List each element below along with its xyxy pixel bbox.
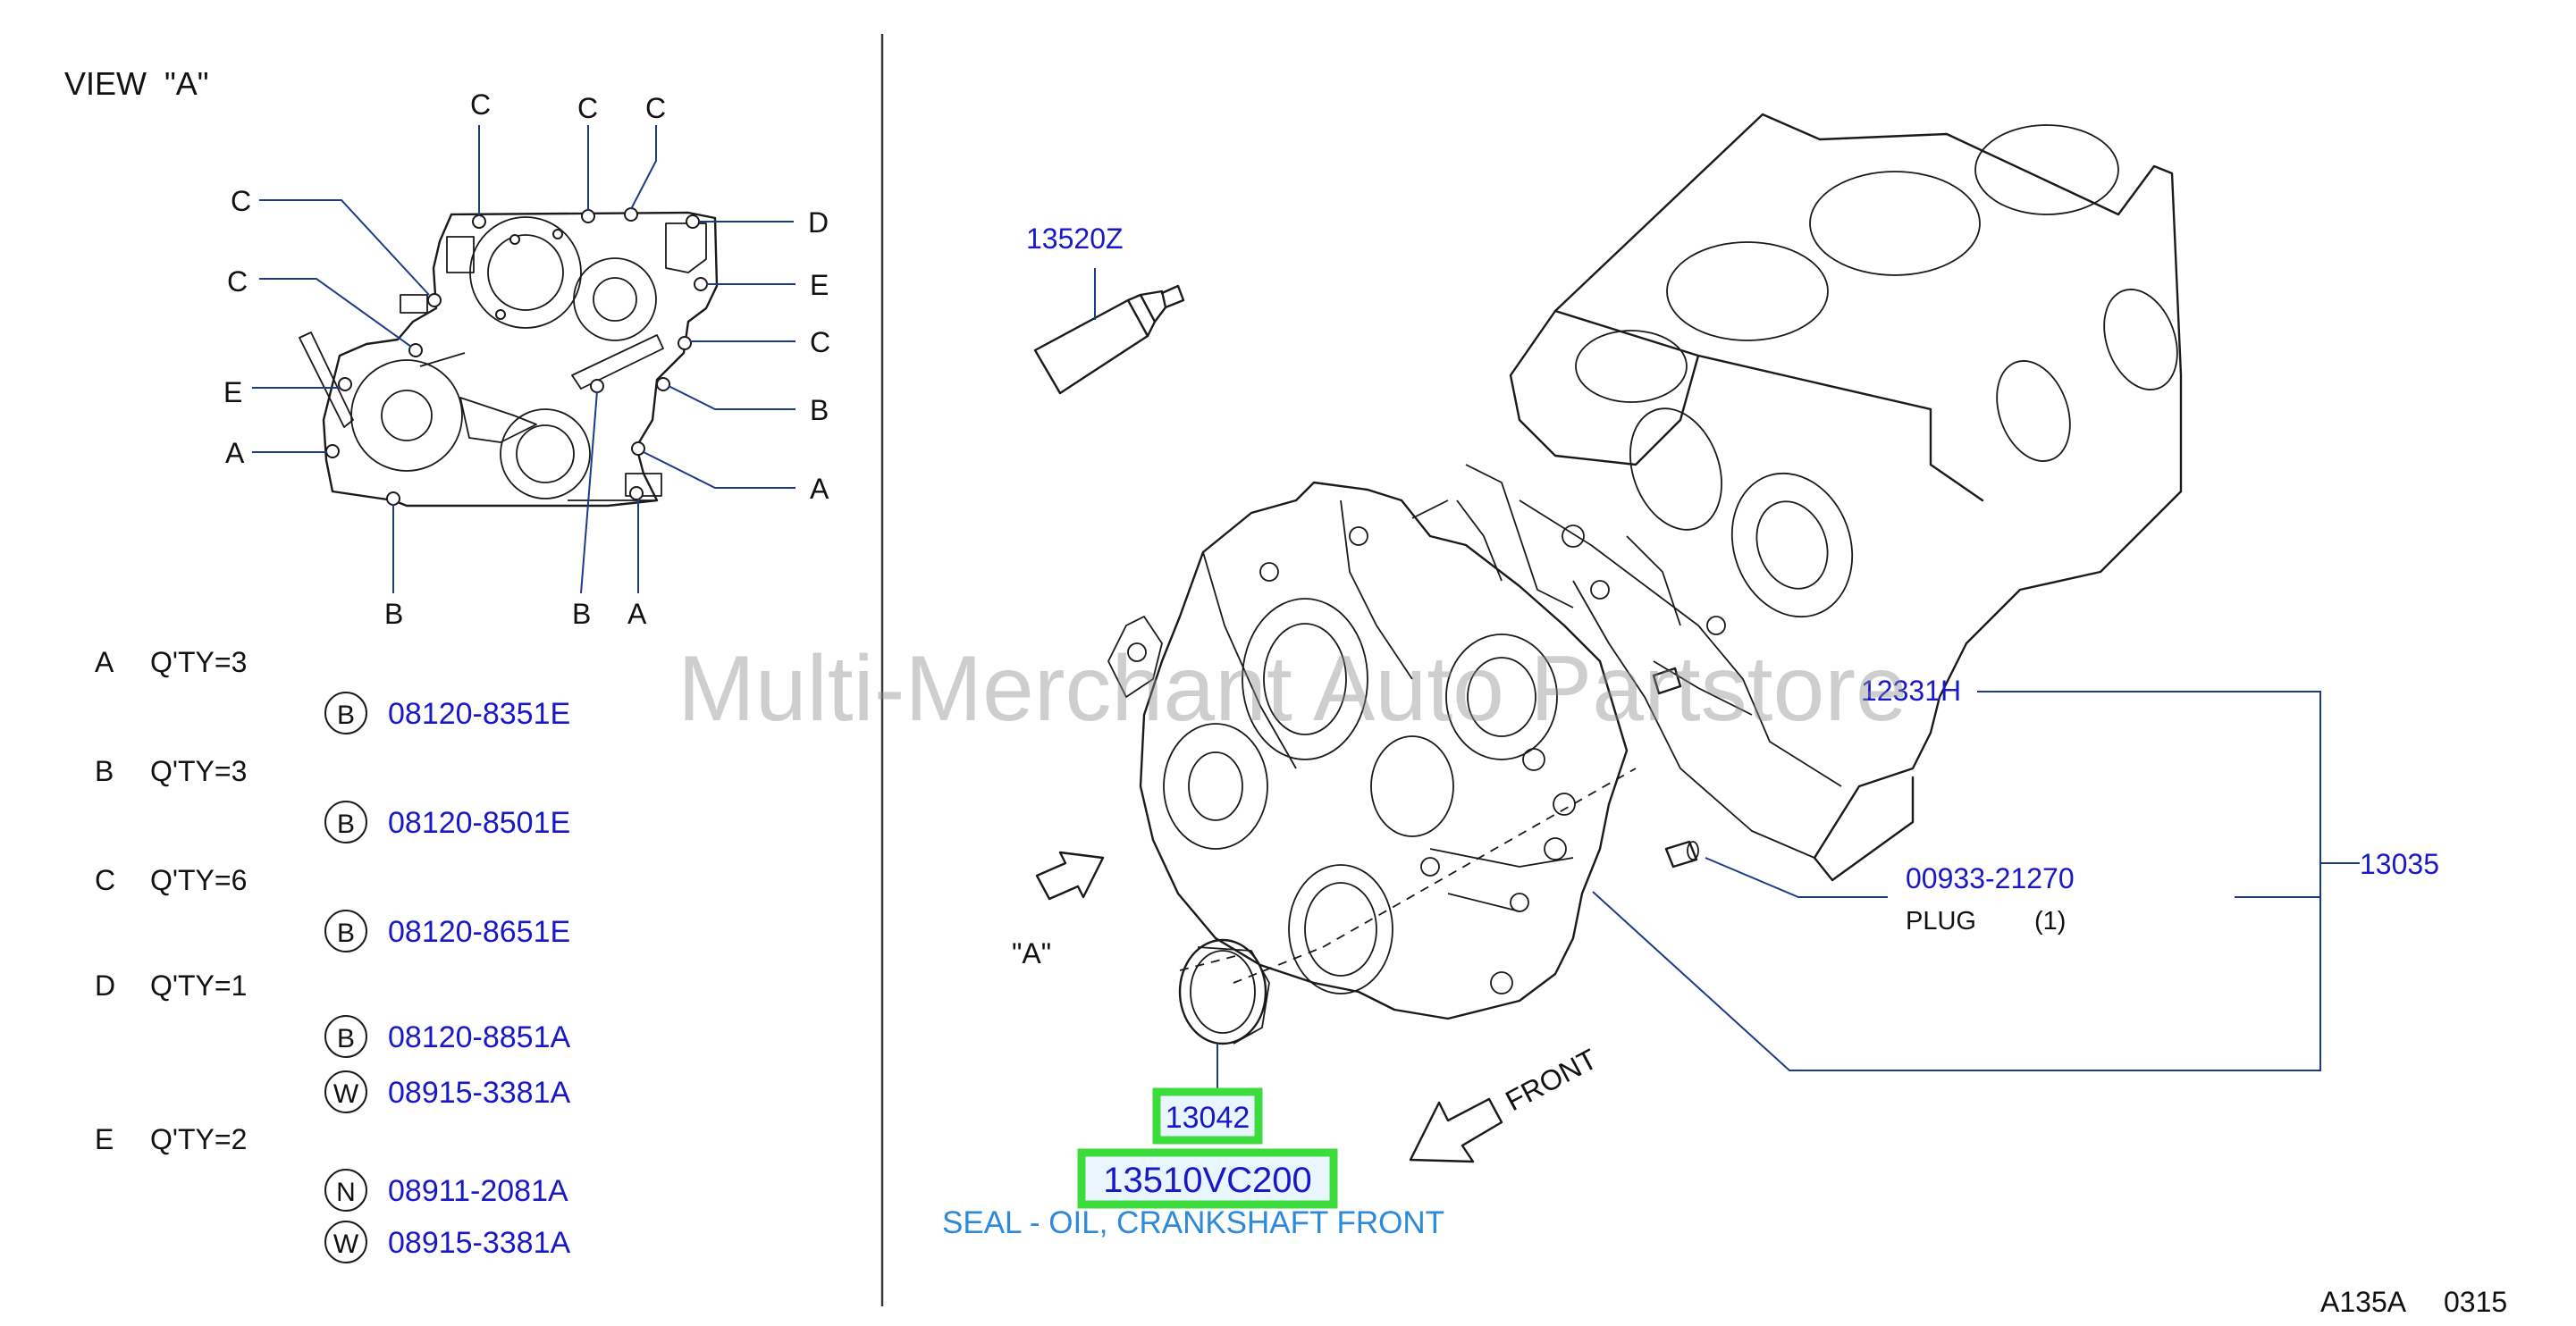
qty-value-b: Q'TY=3 — [150, 755, 247, 787]
callout-right-5: A — [810, 473, 829, 505]
callout-top-1: C — [470, 88, 491, 121]
part-12331h-label[interactable]: 12331H — [1861, 675, 1961, 707]
callout-top-3: C — [645, 92, 666, 124]
diagram-code: A135A — [2320, 1286, 2407, 1318]
part-13520z-label[interactable]: 13520Z — [1026, 222, 1124, 255]
qty-value-e: Q'TY=2 — [150, 1123, 247, 1155]
front-direction-arrow — [1409, 1097, 1503, 1163]
badge-c-1: B — [337, 919, 355, 948]
badge-d-1: B — [337, 1024, 355, 1053]
qty-label-b: B — [95, 755, 114, 787]
callout-bottom-3: A — [627, 598, 647, 630]
view-a-arrow — [1035, 851, 1105, 901]
part-number-d-2[interactable]: 08915-3381A — [388, 1076, 571, 1110]
qty-value-a: Q'TY=3 — [150, 646, 247, 678]
callout-bottom-1: B — [384, 598, 403, 630]
seal-description: SEAL - OIL, CRANKSHAFT FRONT — [942, 1205, 1444, 1240]
view-a-leaders — [252, 125, 796, 594]
callout-left-1: C — [231, 185, 251, 217]
part-number-d-1[interactable]: 08120-8851A — [388, 1020, 571, 1054]
part-number-c-1[interactable]: 08120-8651E — [388, 915, 570, 949]
view-a-callout-letters: C C C C C E A D E C B A B B A — [223, 88, 830, 630]
timing-cover-view-a — [299, 207, 719, 508]
cylinder-block-drawing — [1411, 113, 2183, 882]
seal-callout-13042[interactable]: 13042 — [1152, 1087, 1263, 1145]
part-13035-label[interactable]: 13035 — [2360, 848, 2439, 880]
qty-label-c: C — [95, 864, 115, 896]
badge-e-2: W — [333, 1229, 359, 1259]
badge-a-1: B — [337, 701, 355, 730]
callout-right-1: D — [808, 206, 829, 239]
watermark-text: Multi-Merchant Auto Partstore — [678, 637, 1907, 741]
sealant-tube-drawing — [1033, 268, 1185, 395]
diagram-date: 0315 — [2444, 1286, 2507, 1318]
callout-bottom-2: B — [572, 598, 591, 630]
callout-right-4: B — [810, 394, 829, 426]
qty-value-c: Q'TY=6 — [150, 864, 247, 896]
callout-top-2: C — [577, 92, 598, 124]
view-a-title: VIEW "A" — [64, 65, 209, 102]
part-00933-21270-label[interactable]: 00933-21270 — [1906, 862, 2075, 894]
part-number-e-2[interactable]: 08915-3381A — [388, 1226, 571, 1260]
seal-callout-13510vc200[interactable]: 13510VC200 — [1077, 1148, 1338, 1209]
part-number-a-1[interactable]: 08120-8351E — [388, 697, 570, 731]
badge-e-1: N — [336, 1178, 356, 1207]
qty-label-e: E — [95, 1123, 114, 1155]
part-number-e-1[interactable]: 08911-2081A — [388, 1174, 568, 1208]
badge-d-2: W — [333, 1079, 359, 1109]
callout-left-3: E — [223, 376, 242, 408]
plug-drawing — [1652, 667, 1699, 869]
timing-cover-drawing — [1107, 481, 1637, 1020]
plug-qty-label: (1) — [2034, 907, 2066, 936]
oil-seal-drawing — [1178, 938, 1270, 1045]
part-13510vc200-label: 13510VC200 — [1103, 1161, 1312, 1200]
badge-b-1: B — [337, 810, 355, 839]
callout-left-2: C — [227, 265, 248, 298]
callout-left-4: A — [225, 437, 245, 469]
part-number-b-1[interactable]: 08120-8501E — [388, 806, 570, 840]
bolt-quantity-list: A Q'TY=3 B 08120-8351E B Q'TY=3 B 08120-… — [95, 646, 571, 1263]
qty-label-a: A — [95, 646, 114, 678]
plug-name-label: PLUG — [1906, 907, 1976, 936]
qty-value-d: Q'TY=1 — [150, 969, 247, 1002]
part-13042-label: 13042 — [1166, 1101, 1250, 1135]
qty-label-d: D — [95, 969, 115, 1002]
front-label: FRONT — [1500, 1043, 1602, 1118]
callout-right-3: C — [810, 326, 830, 358]
view-a-arrow-label: "A" — [1012, 937, 1051, 969]
callout-right-2: E — [810, 269, 829, 301]
